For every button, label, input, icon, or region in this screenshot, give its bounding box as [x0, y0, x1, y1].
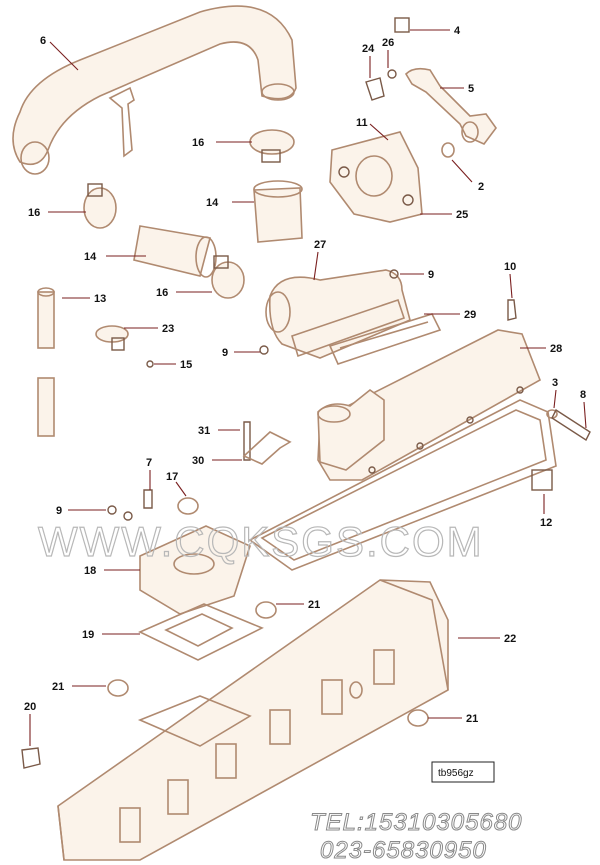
callout-5: 5 — [468, 83, 474, 95]
part-8-bolt — [551, 408, 591, 442]
callout-3: 3 — [552, 377, 558, 389]
part-16-hose-clamp-middle — [211, 255, 245, 299]
callout-31: 31 — [198, 425, 210, 437]
contact-phone: 023-65830950 — [320, 837, 487, 864]
callout-10: 10 — [504, 261, 516, 273]
callout-6: 6 — [40, 35, 46, 47]
callout-21-left: 21 — [52, 681, 64, 693]
callout-22: 22 — [504, 633, 516, 645]
part-30-bracket — [242, 431, 292, 465]
part-12-gasket-large — [248, 399, 557, 571]
figure-code-box: tb956gz — [431, 761, 495, 783]
callout-16-upper: 16 — [192, 137, 204, 149]
part-21-plug-left — [107, 679, 129, 697]
part-7-screw — [143, 489, 153, 509]
callout-4: 4 — [454, 25, 461, 37]
leader-lines — [29, 29, 587, 746]
callout-21-upper: 21 — [308, 599, 320, 611]
callout-23: 23 — [162, 323, 174, 335]
callout-14-upper: 14 — [206, 197, 219, 209]
part-13-tube — [37, 287, 55, 437]
contact-tel: TEL:15310305680 — [310, 809, 523, 836]
callout-9-lower: 9 — [56, 505, 62, 517]
part-5-hose — [404, 67, 497, 145]
part-2-seal-ring — [441, 142, 455, 158]
part-16-hose-clamp-left — [83, 183, 117, 229]
part-20-plug — [21, 747, 41, 769]
callout-labels: 6 4 24 26 5 11 2 16 16 14 25 14 27 9 16 … — [24, 25, 586, 725]
callout-9-upper: 9 — [428, 269, 434, 281]
callout-26: 26 — [382, 37, 394, 49]
callout-14-middle: 14 — [84, 251, 97, 263]
callout-28: 28 — [550, 343, 562, 355]
callout-13: 13 — [94, 293, 106, 305]
part-24-26-bracket-and-screw — [365, 69, 397, 101]
part-21-plug-right — [407, 709, 429, 727]
watermark-text: WWW.CQKSGS.COM — [38, 518, 484, 565]
part-16-hose-clamp-upper — [249, 129, 295, 163]
callout-24: 24 — [362, 43, 375, 55]
figure-code: tb956gz — [438, 768, 474, 779]
callout-7: 7 — [146, 457, 152, 469]
part-15-nut — [146, 360, 154, 368]
callout-16-middle: 16 — [156, 287, 168, 299]
part-19-gasket — [138, 603, 264, 661]
callout-25: 25 — [456, 209, 468, 221]
callout-9-middle: 9 — [222, 347, 228, 359]
callout-17: 17 — [166, 471, 178, 483]
part-6-air-crossover-tube — [12, 5, 297, 175]
part-9-nut-upper — [389, 269, 399, 279]
part-10-screw — [507, 299, 517, 321]
part-23-clamp — [95, 325, 129, 351]
callout-27: 27 — [314, 239, 326, 251]
part-4-clip — [394, 17, 410, 33]
part-27-air-intake-connection — [265, 269, 411, 359]
part-29-gasket — [328, 313, 442, 365]
part-22-exhaust-manifold — [57, 579, 449, 861]
part-21-plug-upper — [255, 601, 277, 619]
part-9-nut-lower — [107, 505, 133, 521]
part-17-seal — [177, 497, 199, 515]
callout-29: 29 — [464, 309, 476, 321]
callout-2: 2 — [478, 181, 484, 193]
callout-8: 8 — [580, 389, 586, 401]
callout-18: 18 — [84, 565, 96, 577]
callout-16-left: 16 — [28, 207, 40, 219]
part-25-outlet-connection — [329, 131, 423, 223]
callout-21-right: 21 — [466, 713, 478, 725]
part-31-bolt — [243, 421, 251, 461]
callout-15: 15 — [180, 359, 192, 371]
callout-30: 30 — [192, 455, 204, 467]
callout-20: 20 — [24, 701, 36, 713]
callout-11: 11 — [356, 117, 368, 129]
part-9-nut-middle — [259, 345, 269, 355]
part-14-hose-upper — [253, 180, 303, 243]
part-18-elbow-connection — [139, 525, 251, 615]
callout-12: 12 — [540, 517, 552, 529]
part-14-hose-middle — [133, 225, 217, 278]
part-28-intake-manifold-cover — [317, 329, 541, 481]
callout-19: 19 — [82, 629, 94, 641]
